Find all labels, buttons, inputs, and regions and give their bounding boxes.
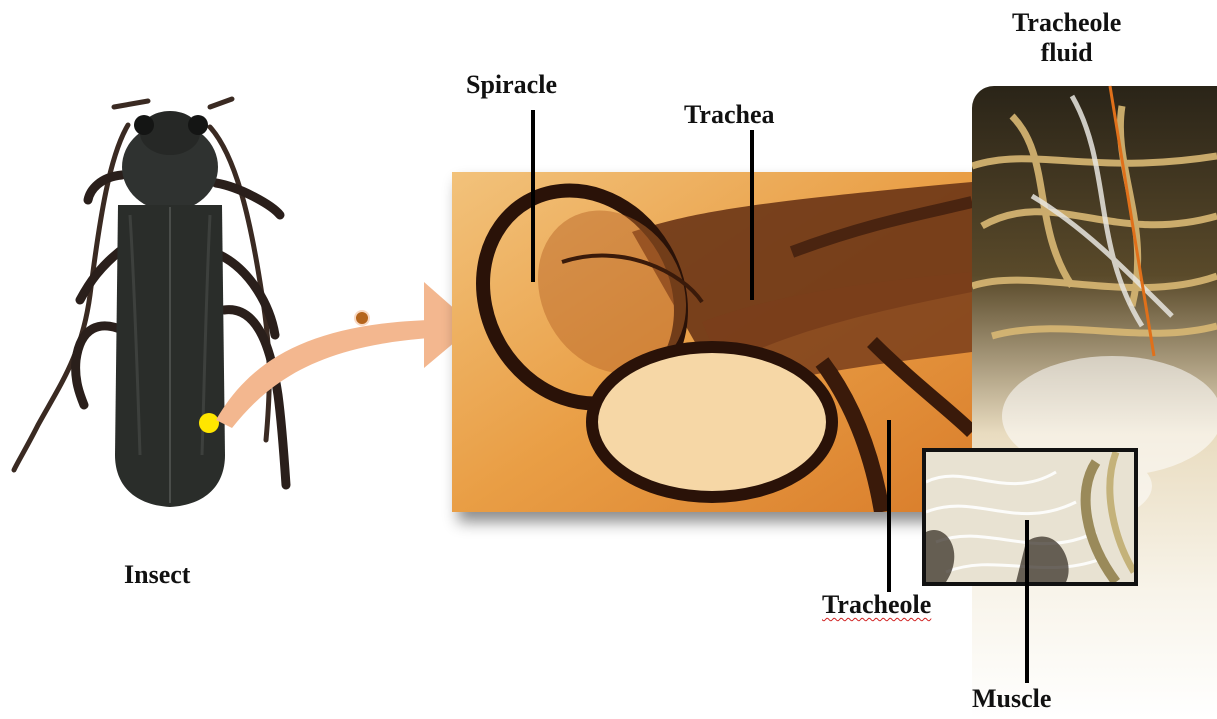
insect-label: Insect xyxy=(124,560,190,590)
trachea-label: Trachea xyxy=(684,100,775,130)
tracheole-label: Tracheole xyxy=(822,590,931,620)
tracheole-fluid-label-line2: fluid xyxy=(1012,38,1121,68)
tracheole-fluid-label-line1: Tracheole xyxy=(1012,8,1121,38)
spiracle-label: Spiracle xyxy=(466,70,557,100)
tracheole-fluid-label: Tracheole fluid xyxy=(1012,8,1121,68)
muscle-label: Muscle xyxy=(972,684,1051,714)
tracheole-fluid-leader xyxy=(1110,86,1154,356)
